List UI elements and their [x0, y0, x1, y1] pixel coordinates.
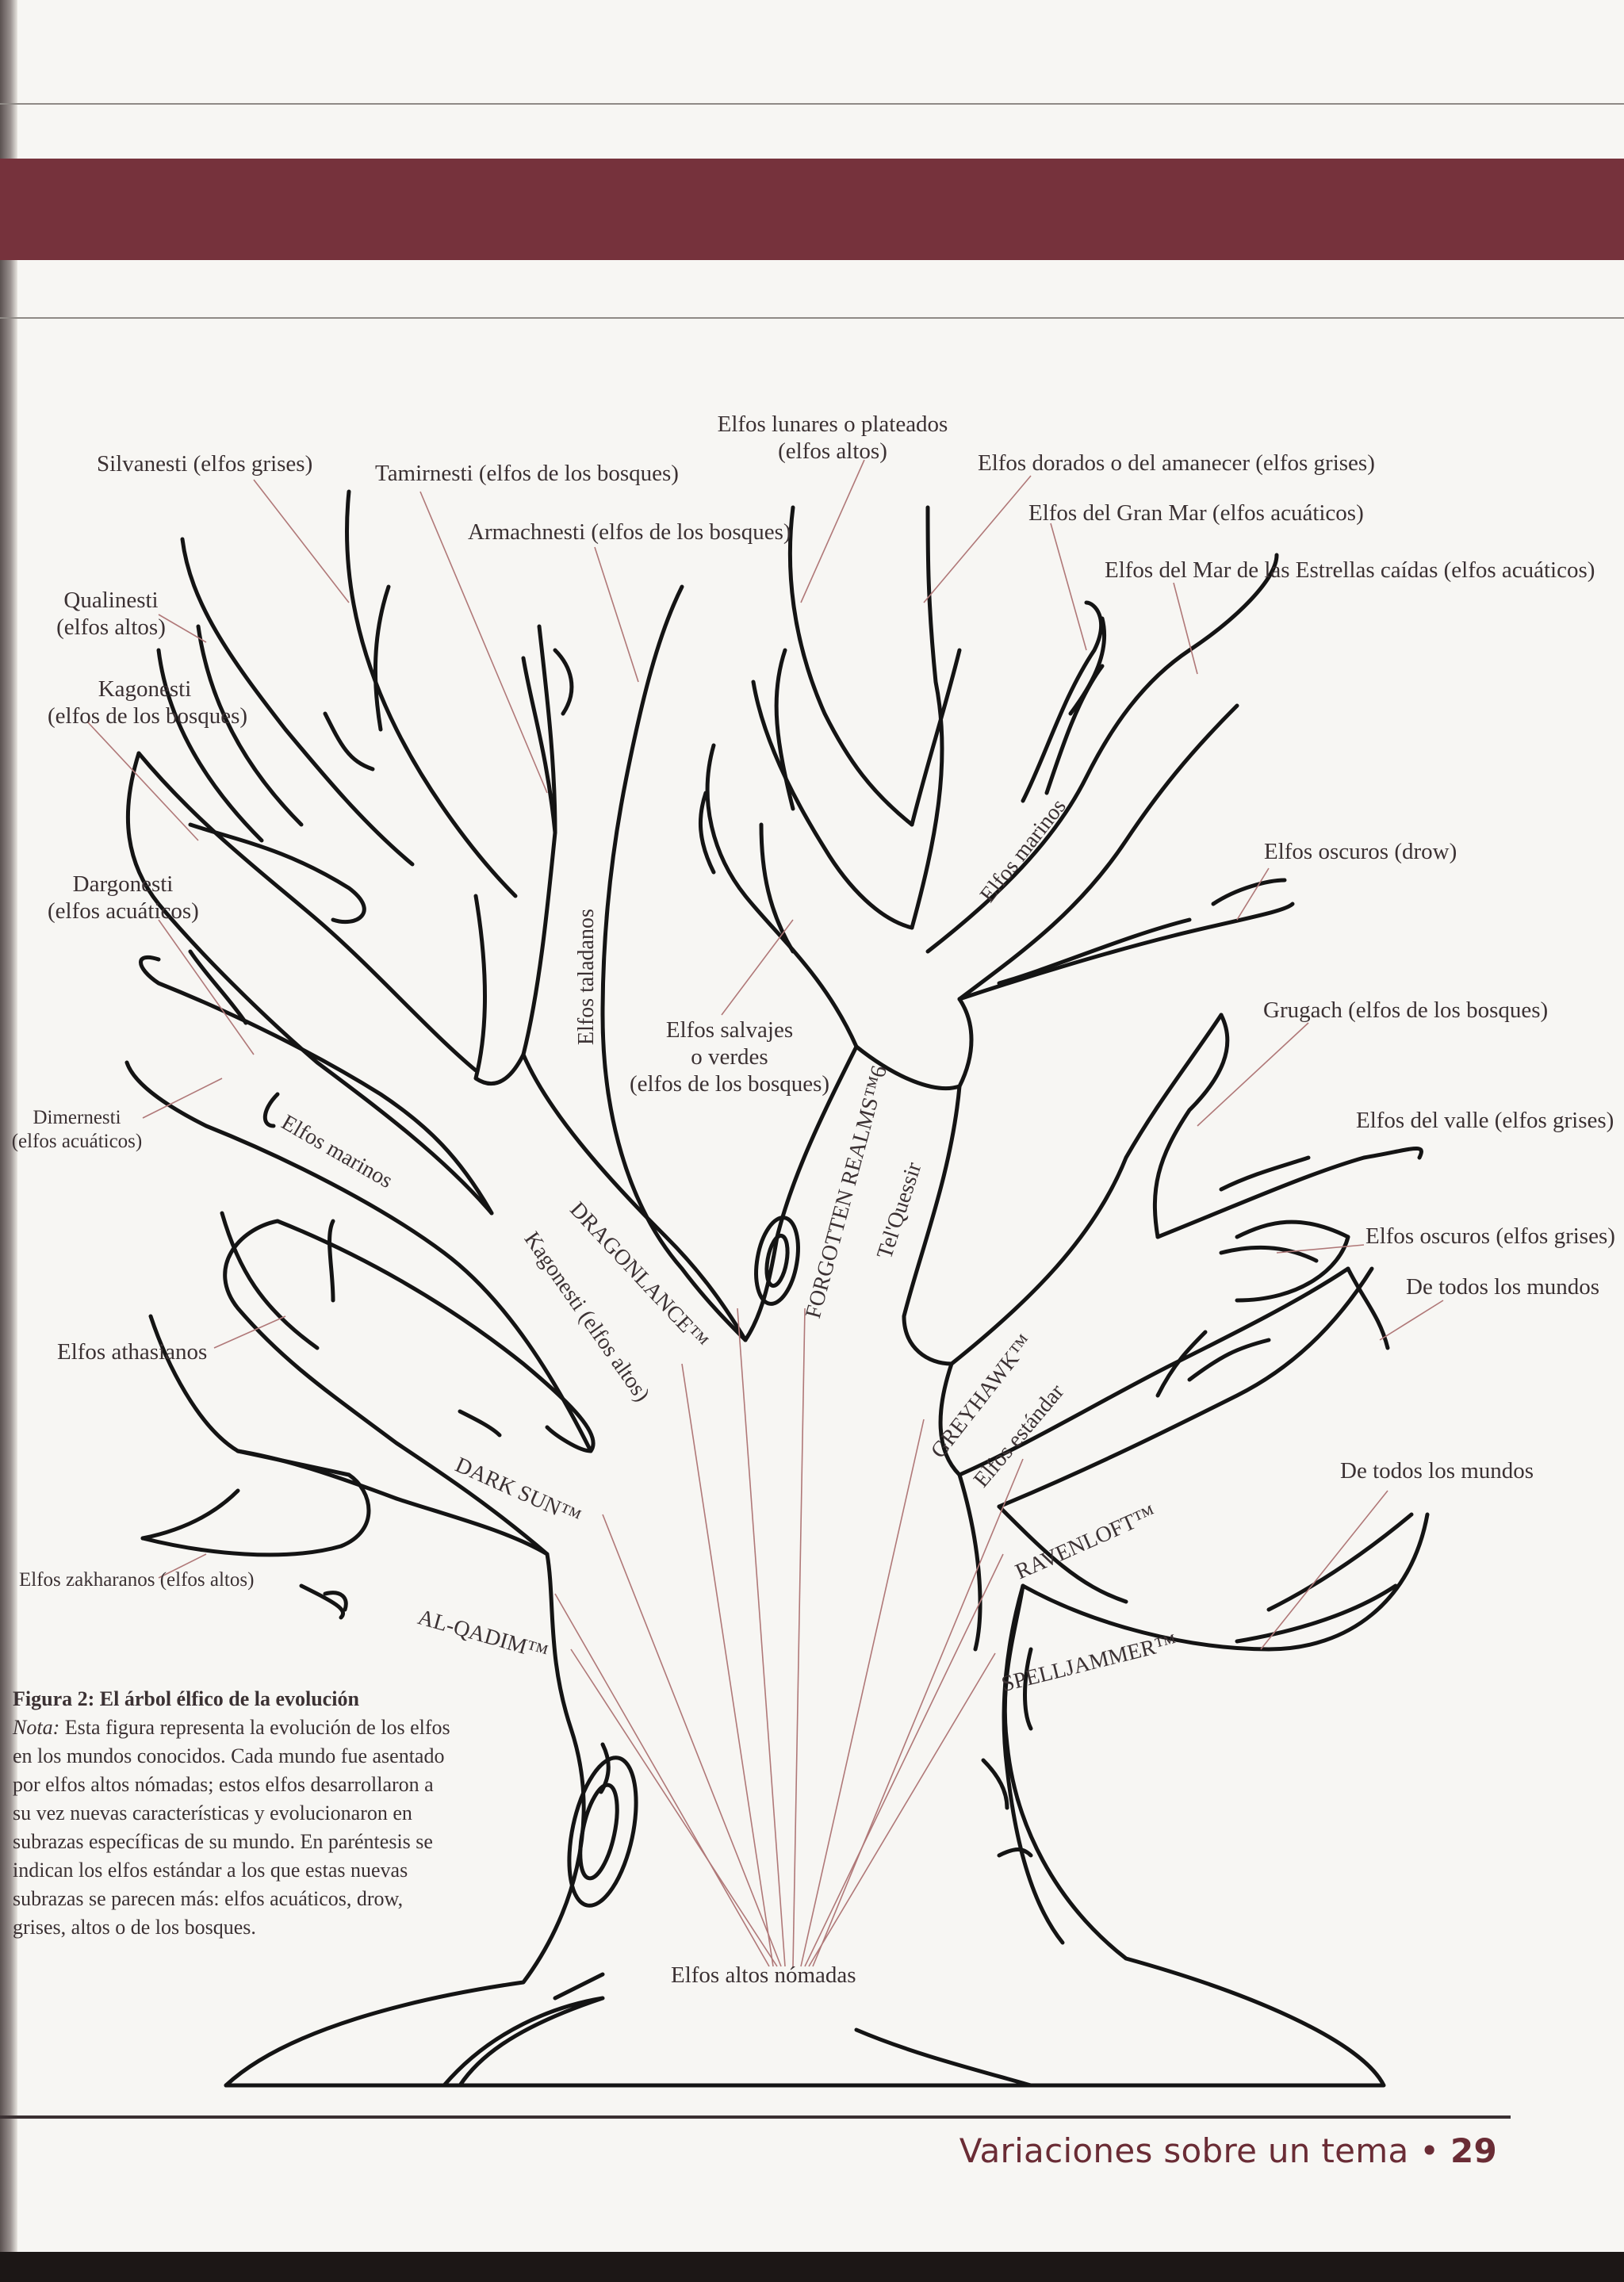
tree-outline	[124, 489, 1430, 2088]
label-gran-mar: Elfos del Gran Mar (elfos acuáticos)	[1028, 500, 1364, 526]
page-number: 29	[1450, 2131, 1497, 2170]
footer-rule	[0, 2115, 1511, 2119]
label-dorados: Elfos dorados o del amanecer (elfos gris…	[978, 450, 1375, 476]
label-salvajes-line2: o verdes	[691, 1044, 768, 1070]
label-dimernesti: Dimernesti (elfos acuáticos)	[10, 1106, 144, 1154]
label-oscuros-drow: Elfos oscuros (drow)	[1264, 839, 1457, 864]
label-dargonesti-line2: (elfos acuáticos)	[48, 898, 199, 924]
caption-note-label: Nota:	[13, 1716, 60, 1739]
label-dimernesti-line2: (elfos acuáticos)	[11, 1131, 143, 1152]
scan-bottom-edge	[0, 2252, 1624, 2282]
label-silvanesti: Silvanesti (elfos grises)	[97, 451, 313, 477]
label-salvajes-line3: (elfos de los bosques)	[629, 1071, 830, 1097]
label-dimernesti-line1: Dimernesti	[33, 1107, 121, 1128]
footer-section-title: Variaciones sobre un tema	[959, 2131, 1409, 2170]
label-qualinesti: Qualinesti (elfos altos)	[56, 587, 167, 641]
branch-label-taladanos: Elfos taladanos	[574, 909, 599, 1045]
label-dargonesti: Dargonesti (elfos acuáticos)	[48, 871, 199, 925]
header-rule-top	[0, 103, 1624, 105]
page-footer: Variaciones sobre un tema • 29	[959, 2131, 1497, 2170]
label-athasianos: Elfos athasianos	[57, 1339, 208, 1365]
label-salvajes: Elfos salvajes o verdes (elfos de los bo…	[611, 1017, 848, 1097]
label-zakharanos: Elfos zakharanos (elfos altos)	[19, 1569, 255, 1591]
label-salvajes-line1: Elfos salvajes	[665, 1017, 794, 1043]
label-root: Elfos altos nómadas	[671, 1962, 856, 1988]
label-mar-estrellas: Elfos del Mar de las Estrellas caídas (e…	[1105, 557, 1595, 583]
label-valle: Elfos del valle (elfos grises)	[1356, 1108, 1614, 1133]
figure-caption: Figura 2: El árbol élfico de la evolució…	[13, 1685, 457, 1942]
label-dargonesti-line1: Dargonesti	[72, 871, 174, 897]
label-armachnesti: Armachnesti (elfos de los bosques)	[468, 519, 791, 545]
caption-title: Figura 2: El árbol élfico de la evolució…	[13, 1687, 359, 1710]
label-kagonesti: Kagonesti (elfos de los bosques)	[48, 676, 248, 729]
label-lunares-line1: Elfos lunares o plateados	[717, 412, 948, 437]
footer-bullet: •	[1419, 2131, 1440, 2170]
callout-lines	[86, 459, 1444, 1967]
header-color-band	[0, 159, 1624, 260]
page-binding-edge	[0, 0, 17, 2282]
label-oscuros-grises: Elfos oscuros (elfos grises)	[1365, 1223, 1615, 1249]
label-kagonesti-line2: (elfos de los bosques)	[48, 703, 248, 729]
label-lunares: Elfos lunares o plateados (elfos altos)	[698, 411, 967, 465]
label-grugach: Grugach (elfos de los bosques)	[1263, 997, 1549, 1023]
header-rule-bottom	[0, 317, 1624, 319]
label-kagonesti-line1: Kagonesti	[98, 676, 192, 702]
label-qualinesti-line1: Qualinesti	[63, 588, 159, 613]
label-tamirnesti: Tamirnesti (elfos de los bosques)	[375, 461, 679, 486]
label-lunares-line2: (elfos altos)	[778, 438, 887, 464]
label-todos-upper: De todos los mundos	[1406, 1274, 1600, 1300]
label-qualinesti-line2: (elfos altos)	[56, 615, 166, 640]
label-todos-lower: De todos los mundos	[1340, 1458, 1534, 1484]
caption-text: Esta figura representa la evolución de l…	[13, 1716, 450, 1939]
